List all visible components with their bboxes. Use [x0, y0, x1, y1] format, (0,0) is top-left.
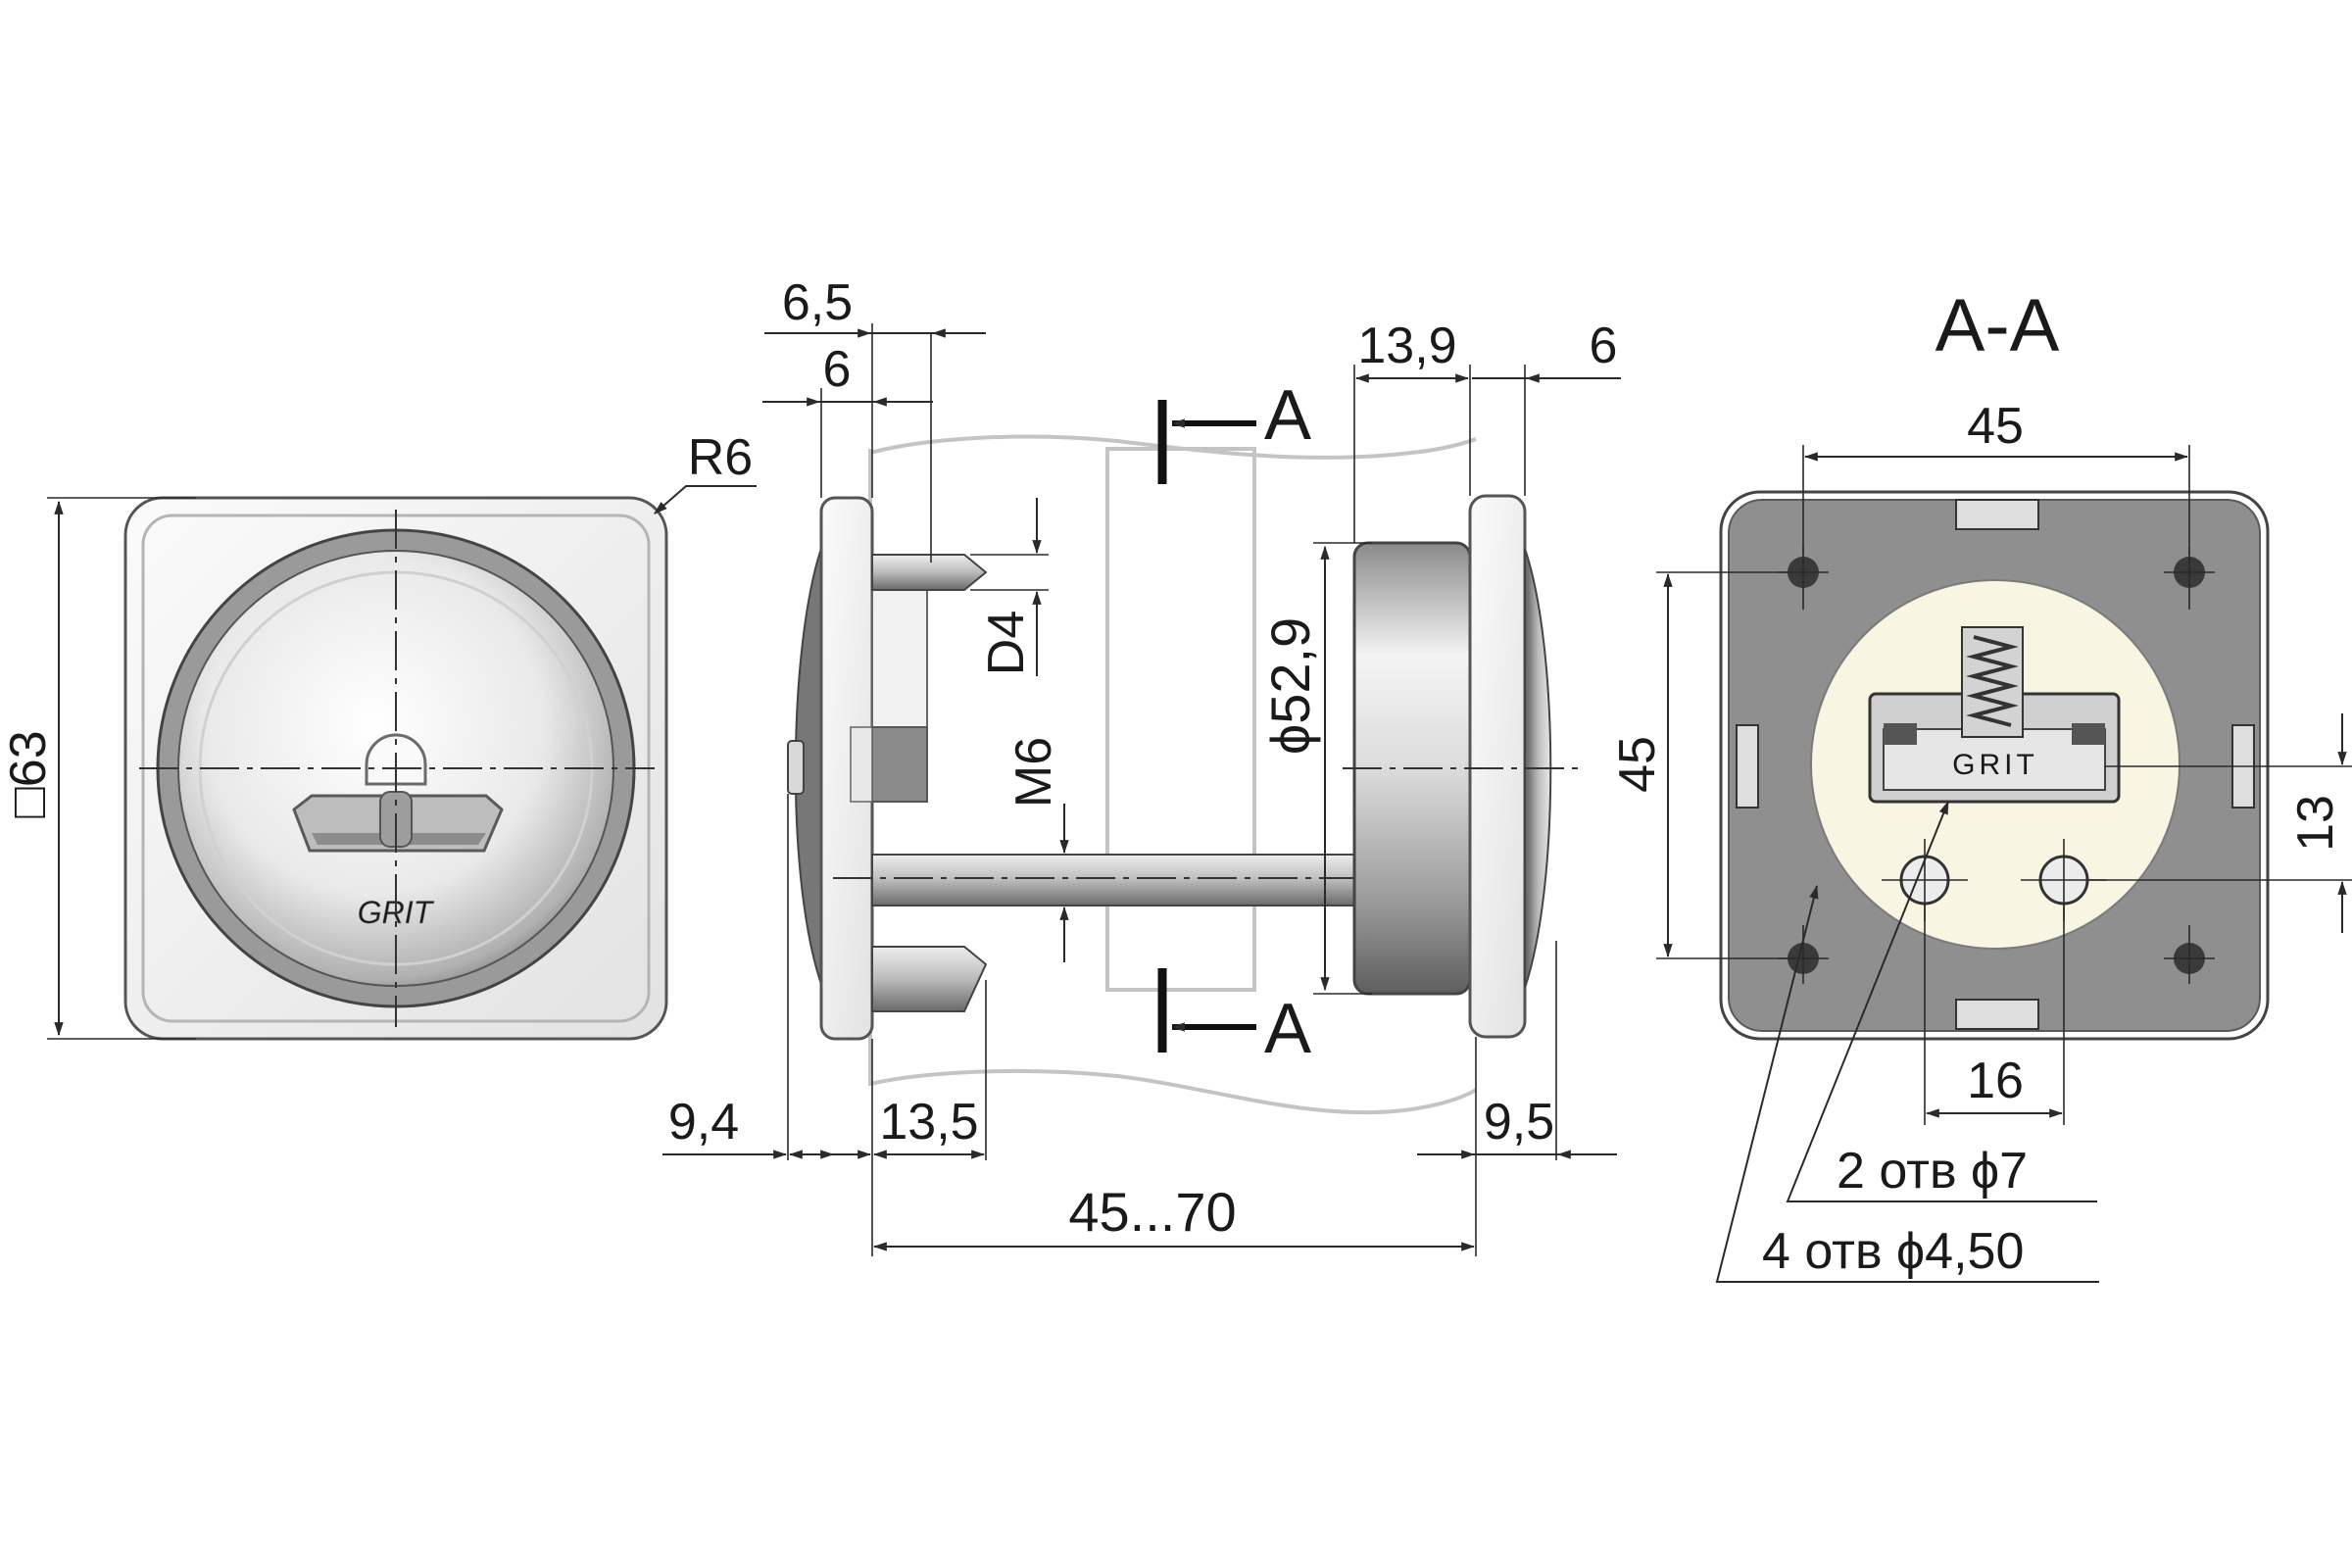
side-spindle: [871, 854, 1361, 906]
dim-range-label: 45...70: [1068, 1181, 1236, 1243]
section-hole-4-crosses: [1778, 547, 2215, 984]
dim-6-right-label: 6: [1590, 318, 1618, 374]
section-clip-bottom: [1955, 999, 2039, 1030]
section-marker-top-label: A: [1264, 376, 1311, 455]
section-mechanism-right-block: [2072, 723, 2105, 745]
section-mechanism-left-block: [1884, 723, 1917, 745]
section-spring: [1966, 635, 2019, 727]
section-title: A-A: [1936, 284, 2060, 368]
section-clip-left: [1736, 724, 1759, 808]
section-marker-bottom-label: A: [1264, 990, 1311, 1068]
section-16-label: 16: [1967, 1053, 2024, 1109]
dim-d4-label: D4: [978, 611, 1035, 675]
front-radius-leader: [654, 485, 757, 514]
side-screw-top: [871, 554, 988, 591]
front-view: GRIT □63 R6: [0, 429, 757, 1041]
section-holes-7-leader: [1786, 800, 2097, 1202]
front-radius-label: R6: [688, 429, 753, 486]
dim-m6-label: M6: [1005, 737, 1062, 808]
side-right-flange: [1468, 494, 1527, 1039]
section-holes-4-label: 4 отв ϕ4,50: [1762, 1223, 2024, 1280]
section-clip-top: [1955, 499, 2039, 530]
dim-6-5-label: 6,5: [782, 274, 853, 331]
section-45v-label: 45: [1609, 736, 1666, 793]
section-logo: GRIT: [1952, 749, 2038, 781]
dim-9-5-label: 9,5: [1484, 1094, 1554, 1151]
section-view: A-A GRIT 45: [1609, 284, 2352, 1283]
dim-13-5-label: 13,5: [879, 1094, 978, 1151]
section-13-label: 13: [2287, 795, 2344, 852]
side-left-pin-nub: [787, 740, 805, 795]
section-45h-label: 45: [1967, 398, 2024, 455]
dim-dia-label: ϕ52,9: [1259, 617, 1321, 755]
door-outline-top: [869, 434, 1477, 460]
section-holes-4-leader: [1715, 884, 2099, 1283]
door-outline-bottom: [869, 1068, 1478, 1115]
side-left-block-highlight: [850, 726, 873, 803]
dim-6-left-label: 6: [823, 341, 852, 398]
dim-9-4-label: 9,4: [668, 1094, 739, 1151]
side-view: A A 6,5 6 13,9 6 D4 M6: [662, 274, 1621, 1256]
door-recess: [1105, 447, 1256, 992]
dim-13-9-label: 13,9: [1357, 318, 1456, 374]
front-size-label: □63: [0, 730, 57, 817]
side-left-block-shadow: [871, 726, 928, 803]
side-screw-bottom: [871, 946, 988, 1012]
section-holes-7-label: 2 отв ϕ7: [1837, 1143, 2028, 1200]
